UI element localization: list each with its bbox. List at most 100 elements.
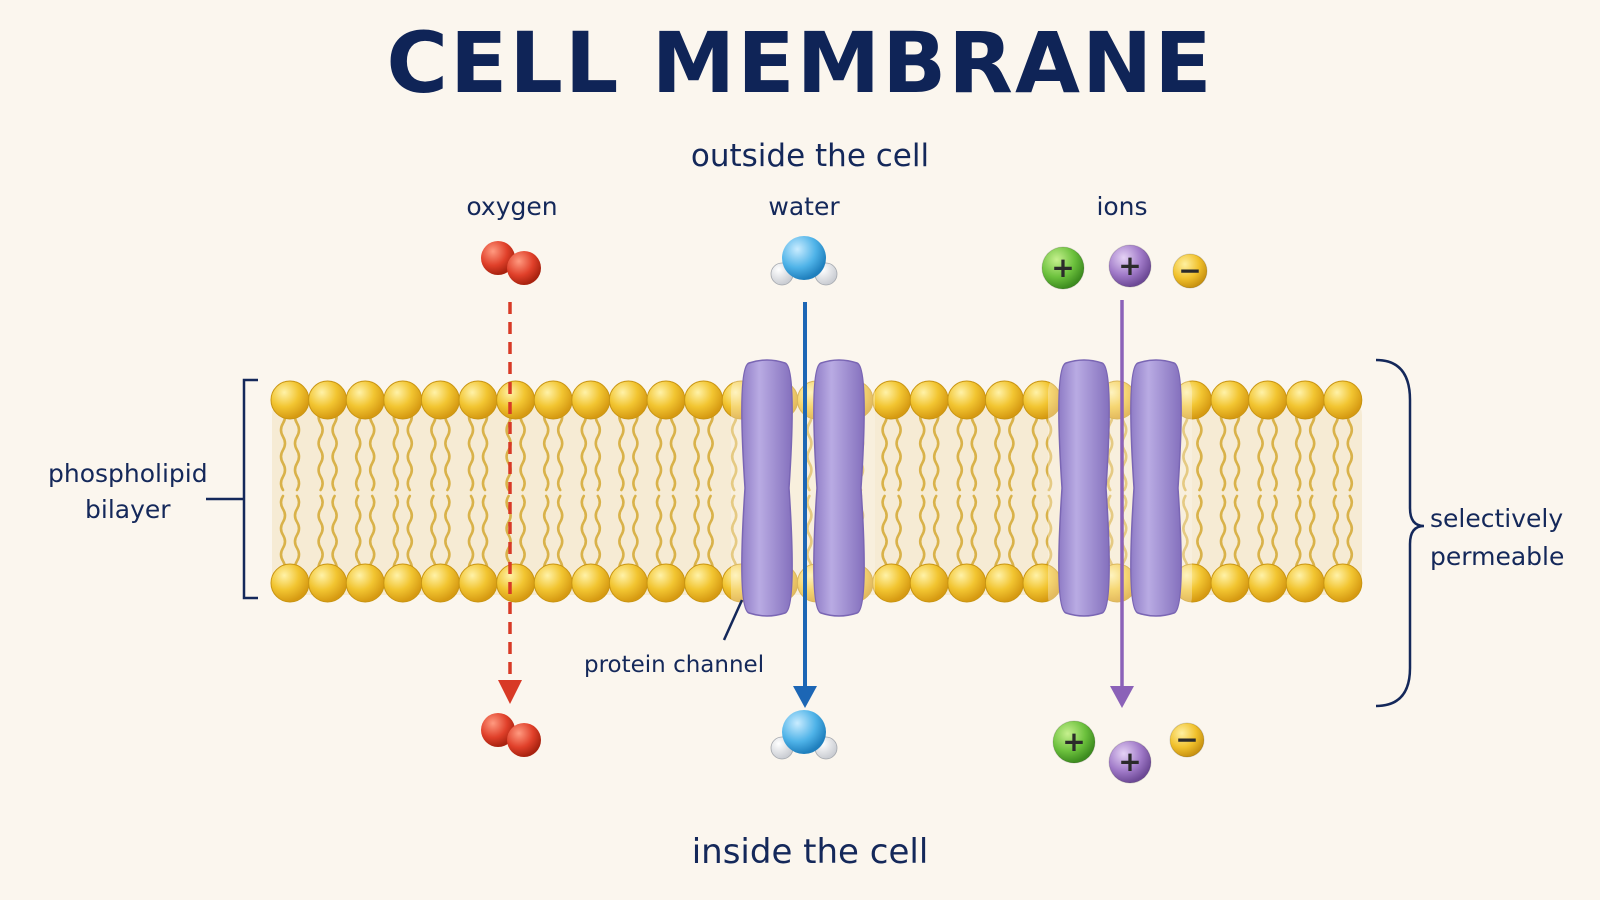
lipid-tail — [1031, 494, 1039, 576]
lipid-tail — [430, 494, 437, 576]
lipid-tail — [1308, 494, 1316, 576]
lipid-tail — [556, 494, 564, 576]
lipid-tail — [1196, 408, 1203, 492]
ion-sphere — [1108, 244, 1152, 288]
lipid-tail — [317, 494, 324, 576]
annotations — [206, 300, 1425, 708]
negative-ion-inside: − — [1169, 722, 1205, 758]
water-oxygen-atom — [782, 236, 826, 280]
lipid-tail — [1045, 408, 1053, 492]
phospholipid-bilayer-label: phospholipid bilayer — [48, 456, 208, 528]
bilayer-label-line2: bilayer — [85, 495, 171, 524]
lipid-tail — [430, 408, 437, 492]
lipid-tail — [1196, 494, 1203, 576]
ion-sphere — [1052, 720, 1096, 764]
oxygen-molecule-inside — [481, 713, 541, 757]
ion-charge-sign: + — [1062, 725, 1085, 758]
oxygen-atom — [507, 251, 541, 285]
lipid-tail — [354, 494, 362, 576]
lipid-tail — [1332, 408, 1340, 492]
lipid-tail — [1008, 408, 1015, 492]
lipid-tail — [481, 494, 489, 576]
lipid-tail — [707, 494, 714, 576]
ion-charge-sign: − — [1175, 723, 1198, 756]
lipid-head-top — [496, 380, 536, 420]
ion-charge-sign: + — [1118, 745, 1141, 778]
lipid-tail — [932, 494, 940, 576]
lipid-tail — [618, 408, 625, 492]
lipid-tail — [1257, 494, 1264, 576]
lipid-tail — [806, 494, 813, 576]
lipid-head-bottom — [684, 563, 724, 603]
lipid-tail — [467, 408, 475, 492]
protein-subunit-right — [813, 359, 865, 617]
lipid-tail — [1257, 408, 1264, 492]
lipid-tail — [368, 494, 376, 576]
water-molecule-inside — [770, 710, 838, 760]
lipid-tail — [1346, 494, 1354, 576]
lipid-tail — [1182, 494, 1189, 576]
water-label: water — [768, 192, 840, 221]
lipid-tail — [618, 494, 625, 576]
lipid-head-top — [533, 380, 573, 420]
lipid-head-top — [684, 380, 724, 420]
lipid-tail — [481, 408, 489, 492]
lipid-tail — [895, 408, 902, 492]
lipid-tail — [707, 408, 714, 492]
lipid-head-top — [458, 380, 498, 420]
diagram-title: CELL MEMBRANE — [386, 14, 1214, 112]
lipid-tail — [1219, 494, 1227, 576]
oxygen-arrow-head — [498, 680, 522, 704]
oxygen-atom — [507, 723, 541, 757]
lipid-tail — [293, 494, 301, 576]
lipid-tail — [392, 494, 400, 576]
oxygen-label: oxygen — [466, 192, 558, 221]
lipid-tail — [669, 494, 677, 576]
lipid-tail — [368, 408, 376, 492]
bilayer-label-line1: phospholipid — [48, 459, 208, 488]
lipid-tail — [1120, 494, 1128, 576]
lipid-head-top — [1248, 380, 1288, 420]
lipid-tail — [1332, 494, 1340, 576]
lipid-tail — [655, 408, 663, 492]
lipid-tail — [1106, 494, 1114, 576]
oxygen-molecule-outside — [481, 241, 541, 285]
outside-cell-label: outside the cell — [690, 138, 930, 174]
permeable-label-line1: selectively — [1430, 504, 1564, 533]
lipid-head-top — [420, 380, 460, 420]
lipid-tail — [1182, 408, 1189, 492]
positive-ion-green-inside: + — [1052, 720, 1096, 764]
positive-ion-green-outside: + — [1041, 246, 1085, 290]
lipid-head-bottom — [270, 563, 310, 603]
protein-subunit-left — [1058, 359, 1110, 617]
lipid-tail — [932, 408, 940, 492]
protein-channels — [731, 359, 1192, 620]
lipid-tail — [467, 494, 475, 576]
lipid-tail — [279, 408, 287, 492]
lipid-tail — [895, 494, 902, 576]
lipid-tail — [580, 408, 588, 492]
lipid-head-bottom — [909, 563, 949, 603]
lipid-tail — [655, 494, 663, 576]
lipid-head-bottom — [1285, 563, 1325, 603]
ion-charge-sign: − — [1178, 254, 1201, 287]
ions-label: ions — [1096, 192, 1148, 221]
lipid-tail — [444, 408, 451, 492]
lipid-tail — [881, 494, 888, 576]
lipid-tail — [444, 494, 451, 576]
lipid-tail — [1008, 494, 1015, 576]
lipid-head-bottom — [383, 563, 423, 603]
lipid-tail — [317, 408, 324, 492]
lipid-tail — [1045, 494, 1053, 576]
lipid-tail — [392, 408, 400, 492]
lipid-tail — [1308, 408, 1316, 492]
lipid-tail — [542, 408, 550, 492]
lipid-tail — [556, 408, 564, 492]
permeable-bracket — [1375, 358, 1425, 708]
lipid-tail — [1294, 494, 1302, 576]
lipid-head-top — [383, 380, 423, 420]
lipid-tail — [1031, 408, 1039, 492]
lipid-tail — [542, 494, 550, 576]
